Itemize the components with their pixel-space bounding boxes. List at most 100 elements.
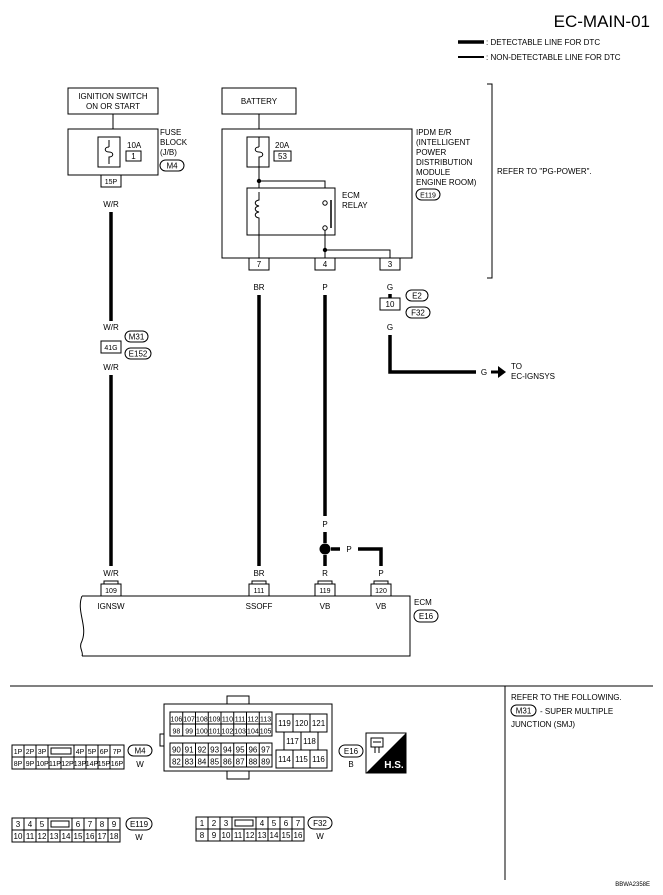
e119-pin: 5 (40, 820, 45, 829)
ecm-terminal-box-119 (314, 583, 336, 597)
ecm-label: ECM (414, 598, 432, 607)
ipdm-terminal-box-3 (379, 257, 401, 271)
e16-pin-117: 117 (286, 737, 299, 746)
e16-pin: 94 (223, 746, 232, 755)
ecm-terminal-119: 119 (319, 588, 330, 595)
e16-pin: 85 (210, 758, 219, 767)
relay-coil-icon (254, 192, 260, 226)
ecm-terminal-120: 120 (375, 588, 387, 595)
fuse-block-connector: M4 (166, 162, 178, 171)
ecm-terminal-name-ssoff: SSOFF (246, 602, 273, 611)
power-bracket (487, 83, 493, 279)
e16-pin: 83 (185, 758, 194, 767)
joint-e2-terminal-box (379, 297, 401, 311)
wire-color-ign-3: W/R (103, 363, 119, 372)
ecm: 109 IGNSW 111 SSOFF 119 VB 120 VB ECM E1… (79, 580, 439, 657)
e16-pin: 104 (247, 729, 259, 736)
ecm-relay-label-2: RELAY (342, 201, 368, 210)
e16-pin: 103 (234, 729, 246, 736)
fuse-block-label-3: (J/B) (160, 148, 177, 157)
e119-pin: 3 (16, 820, 21, 829)
connector-f32-color: W (316, 832, 324, 841)
joint-m31-oval (124, 330, 149, 343)
wire-color-r: R (322, 569, 328, 578)
refer-connector-oval (510, 704, 537, 717)
legend-detectable-label: : DETECTABLE LINE FOR DTC (486, 38, 600, 47)
e119-pin: 18 (110, 832, 119, 841)
f32-pin: 7 (296, 819, 301, 828)
ipdm-fuse-amp: 20A (275, 141, 290, 150)
e16-pin-121: 121 (312, 719, 326, 728)
ipdm-label-6: ENGINE ROOM) (416, 178, 477, 187)
m4-pin: 13P (74, 761, 87, 768)
ecm-relay-box (246, 187, 336, 236)
connector-latch-icon (50, 747, 72, 755)
e119-pin: 12 (38, 832, 47, 841)
ecm-terminal-109: 109 (105, 588, 117, 595)
wire-color-g-2: G (387, 323, 393, 332)
m4-pin: 11P (49, 761, 61, 768)
ipdm-connector-oval (415, 188, 441, 201)
ipdm-label-4: DISTRIBUTION (416, 158, 473, 167)
ecm-terminal-box-120 (370, 583, 392, 597)
fuse-block-label-1: FUSE (160, 128, 181, 137)
battery: BATTERY (221, 87, 297, 115)
battery-box (221, 87, 297, 115)
joint-connector-m31: 41G M31 E152 (100, 330, 152, 360)
joint-m31-connector-b: E152 (129, 350, 148, 359)
e16-pin: 90 (172, 746, 181, 755)
e16-pin-118: 118 (303, 737, 316, 746)
fuse-block-terminal-box (100, 174, 122, 188)
arrow-right-icon (498, 366, 506, 378)
m4-pin: 8P (14, 761, 23, 768)
f32-pin: 11 (234, 831, 243, 840)
f32-pin: 4 (260, 819, 265, 828)
e16-pin: 97 (261, 746, 270, 755)
f32-pin: 12 (246, 831, 255, 840)
m4-pin: 5P (88, 749, 97, 756)
e16-pin: 111 (235, 717, 246, 724)
e16-pin: 92 (197, 746, 206, 755)
ipdm-terminal-4: 4 (323, 260, 328, 269)
wire-color-ign-2: W/R (103, 323, 119, 332)
joint-m31-terminal-box (100, 340, 122, 354)
e119-pin: 4 (28, 820, 33, 829)
e16-pin: 93 (210, 746, 219, 755)
wire-color-br-1: BR (253, 283, 264, 292)
to-ignsys-line2: EC-IGNSYS (511, 372, 555, 381)
ipdm-terminal-box-4 (314, 257, 336, 271)
e16-pin: 109 (209, 717, 221, 724)
wire-color-ign-4: W/R (103, 569, 119, 578)
fuse-block-connector-oval (159, 159, 185, 172)
joint-e2-connector-a: E2 (412, 292, 422, 301)
e16-pin: 112 (247, 717, 258, 724)
fuse-block-amp: 10A (127, 141, 142, 150)
wire-color-ign-1: W/R (103, 200, 119, 209)
wire-color-g-3: G (481, 368, 487, 377)
ecm-terminal-box-109 (100, 583, 122, 597)
ipdm-label-3: POWER (416, 148, 446, 157)
ipdm-er: 20A 53 ECM RELAY 7 4 3 IPDM E/R (INTELLI… (221, 128, 477, 271)
wire-color-p-2: P (322, 520, 327, 529)
m4-pin: 4P (76, 749, 85, 756)
e16-pin: 96 (248, 746, 257, 755)
wire-color-p-1: P (322, 283, 327, 292)
fuse-block: 10A 1 FUSE BLOCK (J/B) M4 15P (67, 128, 188, 188)
e119-pin: 14 (62, 832, 71, 841)
m4-pin: 16P (111, 761, 124, 768)
ecm-terminal-name-ignsw: IGNSW (97, 602, 125, 611)
wire-color-br-2: BR (253, 569, 264, 578)
joint-m31-connector-a: M31 (129, 333, 145, 342)
f32-pin: 2 (212, 819, 217, 828)
joint-f32-oval (405, 306, 431, 319)
m4-pin: 6P (100, 749, 109, 756)
joint-e152-oval (124, 347, 152, 360)
figure-code: BBWA2358E (615, 882, 650, 888)
fuse-block-label-2: BLOCK (160, 138, 188, 147)
g-wire-lower (388, 335, 476, 374)
e119-pin: 7 (88, 820, 93, 829)
connector-e16-bottom-tab (226, 770, 250, 780)
m4-pin: 15P (98, 761, 111, 768)
e16-pin: 87 (236, 758, 245, 767)
e16-pin: 86 (223, 758, 232, 767)
